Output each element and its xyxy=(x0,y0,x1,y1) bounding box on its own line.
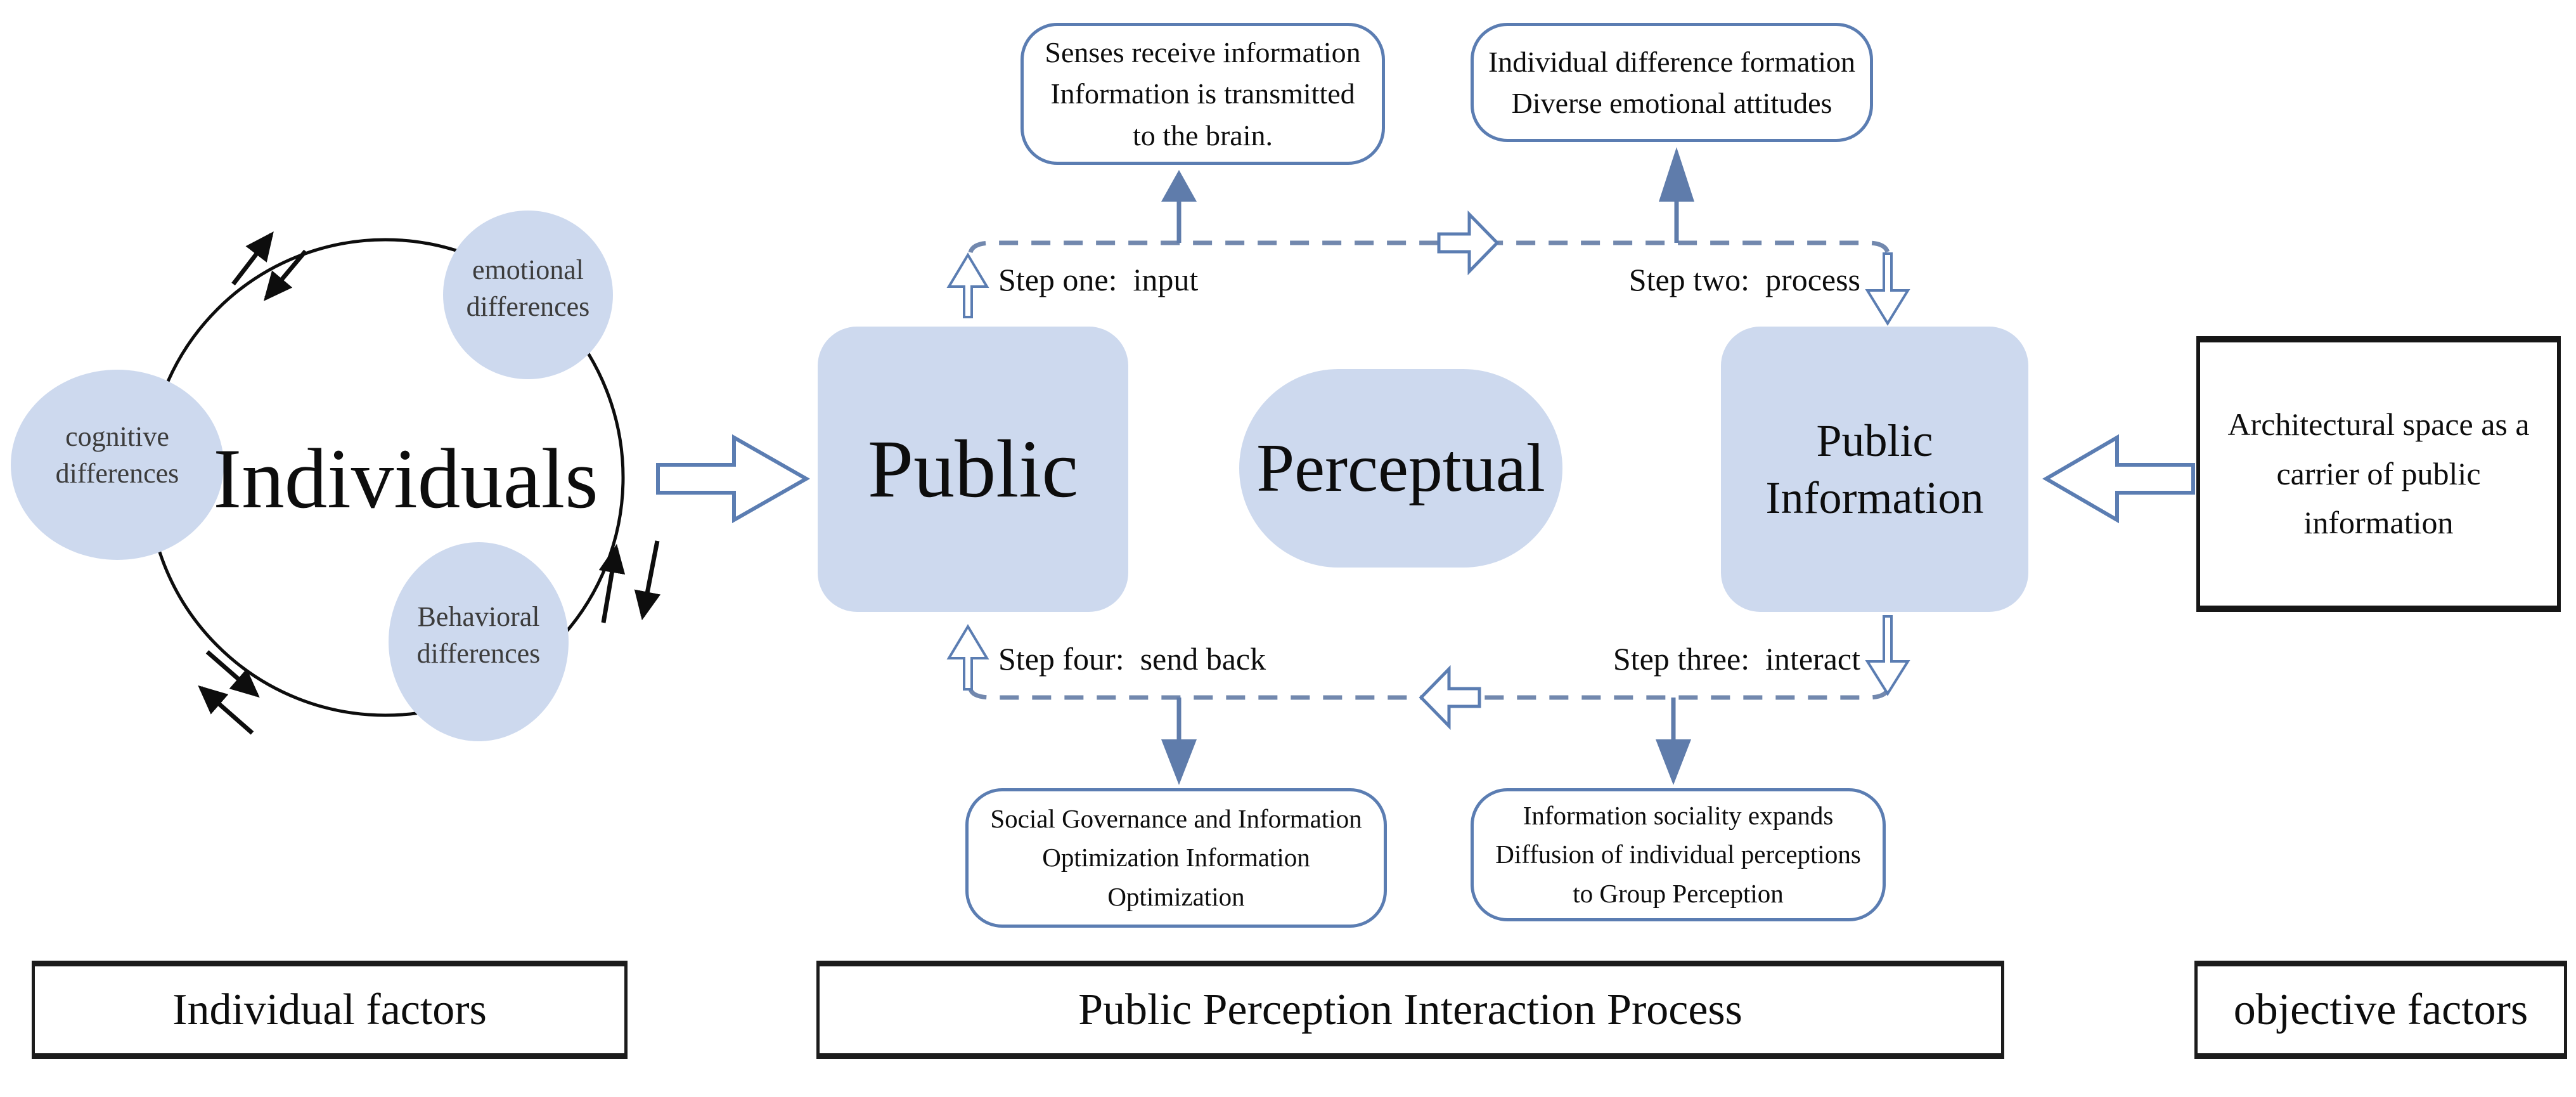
step-three-label: Step three: interact xyxy=(1613,641,1860,677)
step-four-label: Step four: send back xyxy=(998,641,1266,677)
callout-line: Individual difference formation xyxy=(1488,45,1856,78)
individuals-cycle-circle-icon xyxy=(11,211,625,741)
individual-factors-footer-box: Individual factors xyxy=(32,961,628,1059)
carrier-line: Architectural space as a xyxy=(2227,406,2530,443)
footer-label: objective factors xyxy=(2233,985,2528,1034)
callout-line: Optimization Information xyxy=(1042,843,1310,873)
step-three-down-arrow-icon xyxy=(1865,615,1910,696)
carrier-to-public-information-arrow-icon xyxy=(2042,434,2195,524)
footer-label: Public Perception Interaction Process xyxy=(1078,985,1742,1034)
callout-line: to Group Perception xyxy=(1573,878,1784,908)
individuals-to-public-arrow-icon xyxy=(656,434,811,524)
behavioral-differences-node: Behavioral differences xyxy=(387,599,570,672)
callout-line: Information is transmitted xyxy=(1050,77,1355,110)
step-one-up-arrow-icon xyxy=(946,252,989,318)
public-information-line: Public xyxy=(1816,415,1933,466)
callout-line: Optimization xyxy=(1107,881,1245,911)
public-label: Public xyxy=(867,424,1079,515)
sociality-callout-box: Information sociality expands Diffusion … xyxy=(1471,788,1886,921)
architectural-carrier-box: Architectural space as a carrier of publ… xyxy=(2196,336,2561,612)
footer-label: Individual factors xyxy=(172,985,487,1034)
step-two-label: Step two: process xyxy=(1628,262,1860,297)
callout-line: Social Governance and Information xyxy=(990,803,1362,833)
step-one-label: Step one: input xyxy=(998,262,1199,297)
flow-arrow-left-icon xyxy=(1419,665,1481,730)
callout-line: Diverse emotional attitudes xyxy=(1511,87,1832,119)
carrier-line: information xyxy=(2303,505,2454,541)
individual-difference-callout-box: Individual difference formation Diverse … xyxy=(1471,23,1873,142)
callout-line: Diffusion of individual perceptions xyxy=(1495,840,1861,869)
public-box: Public xyxy=(818,327,1128,612)
node-label-line: differences xyxy=(416,638,541,670)
callout-line: Information sociality expands xyxy=(1523,800,1834,830)
node-label-line: cognitive xyxy=(65,421,169,452)
node-label-line: Behavioral xyxy=(417,601,540,632)
node-label-line: differences xyxy=(55,458,179,490)
step-four-up-arrow-icon xyxy=(946,624,989,691)
emotional-differences-node: emotional differences xyxy=(439,252,617,325)
process-footer-box: Public Perception Interaction Process xyxy=(816,961,2004,1059)
individuals-label: Individuals xyxy=(213,431,598,526)
flow-arrow-right-icon xyxy=(1437,210,1500,276)
objective-factors-footer-box: objective factors xyxy=(2194,961,2567,1059)
carrier-line: carrier of public xyxy=(2276,455,2481,491)
public-information-box: Public Information xyxy=(1721,327,2028,612)
perceptual-box: Perceptual xyxy=(1239,369,1562,568)
senses-callout-box: Senses receive information Information i… xyxy=(1021,23,1385,165)
cycle-exchange-arrows-icon xyxy=(198,231,661,735)
callout-connector-arrows-icon xyxy=(1161,147,1694,785)
callout-line: to the brain. xyxy=(1133,119,1273,152)
public-information-line: Information xyxy=(1765,472,1984,523)
node-label-line: emotional xyxy=(472,254,584,285)
callout-line: Senses receive information xyxy=(1045,36,1361,69)
governance-callout-box: Social Governance and Information Optimi… xyxy=(965,788,1387,928)
cognitive-differences-node: cognitive differences xyxy=(16,419,219,492)
node-label-line: differences xyxy=(466,291,590,323)
perceptual-label: Perceptual xyxy=(1256,430,1545,506)
step-two-down-arrow-icon xyxy=(1865,252,1910,326)
